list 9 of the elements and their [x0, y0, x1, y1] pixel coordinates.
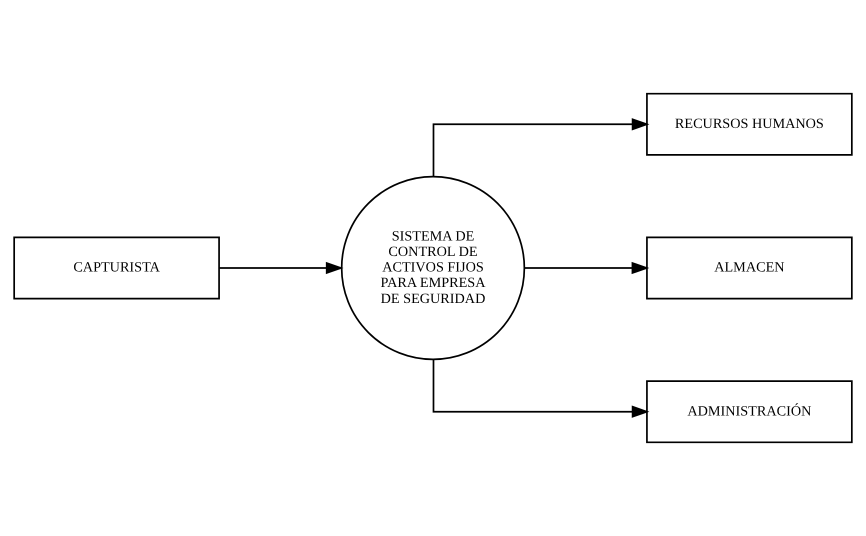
arrow	[219, 262, 344, 274]
node-box: ALMACEN	[646, 236, 853, 300]
arrow	[432, 118, 650, 176]
node-box: CAPTURISTA	[13, 236, 220, 300]
node-circle: SISTEMA DE CONTROL DE ACTIVOS FIJOS PARA EMPRESA DE SEGURIDAD	[340, 176, 526, 360]
arrow	[432, 360, 650, 418]
arrow	[524, 262, 650, 274]
node-box: RECURSOS HUMANOS	[646, 92, 853, 156]
node-box: ADMINISTRACIÓN	[646, 380, 853, 444]
